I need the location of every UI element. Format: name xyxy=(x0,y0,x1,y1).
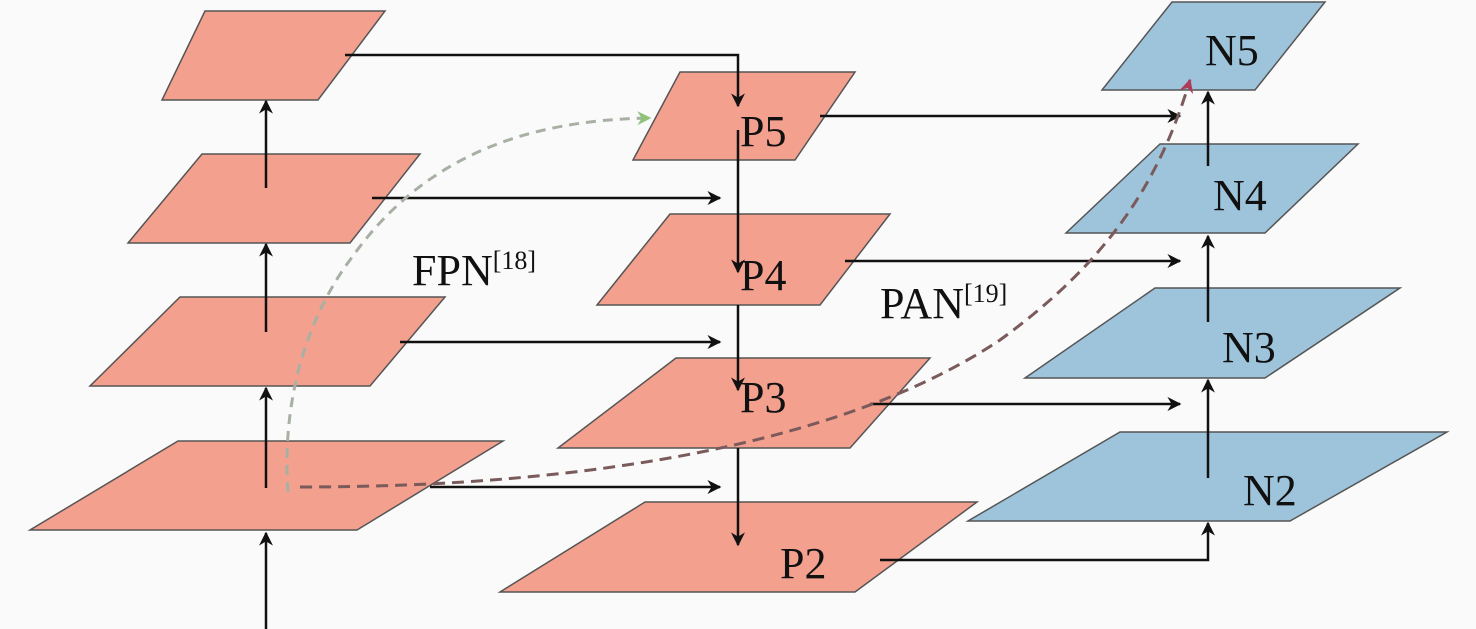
n4-plane xyxy=(1064,143,1360,234)
fpn-path-dashed xyxy=(285,111,652,493)
n2-label: N2 xyxy=(1243,466,1297,515)
arrows xyxy=(259,53,1215,629)
n3-plane xyxy=(1022,287,1403,379)
n5-label: N5 xyxy=(1205,26,1259,75)
p2-plane xyxy=(497,501,980,593)
backbone-level-3 xyxy=(88,296,447,387)
pan-path-dashed xyxy=(299,78,1194,489)
pan-label: PAN[19] xyxy=(880,279,1007,328)
p5-plane xyxy=(631,71,857,161)
n3-label: N3 xyxy=(1222,323,1276,372)
n4-label: N4 xyxy=(1213,171,1267,220)
arrow-p2-n2 xyxy=(880,521,1215,562)
n5-plane xyxy=(1100,1,1327,91)
p5-label: P5 xyxy=(740,107,786,156)
fpn-label: FPN[18] xyxy=(412,246,536,295)
arrow-bb1-p5 xyxy=(345,53,745,108)
p4-label: P4 xyxy=(740,251,786,300)
backbone-level-2 xyxy=(126,153,422,244)
p3-label: P3 xyxy=(740,373,786,422)
backbone-feature-maps xyxy=(27,10,506,531)
backbone-level-1 xyxy=(160,10,387,101)
p3-plane xyxy=(555,357,932,449)
p2-label: P2 xyxy=(780,539,826,588)
